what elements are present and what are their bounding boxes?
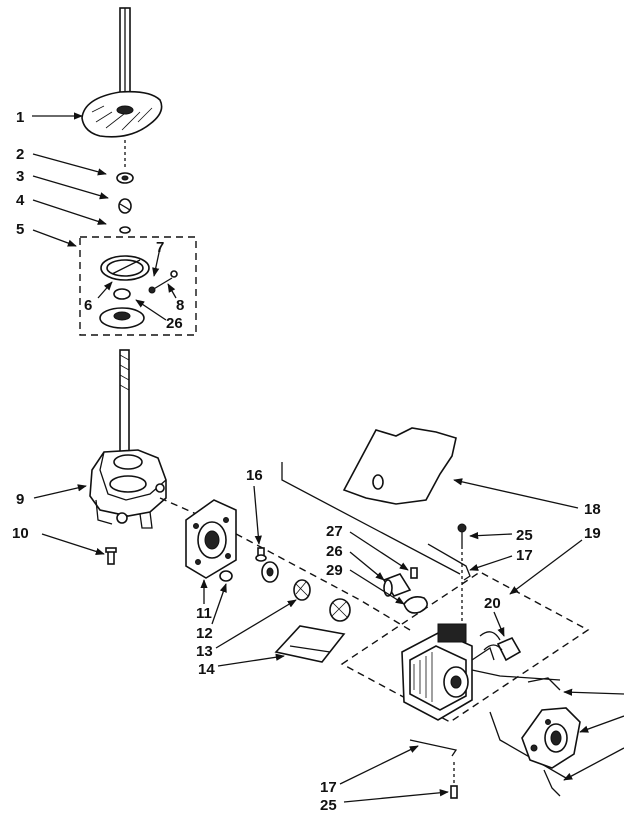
callout-25-upper: 25 [516,527,533,544]
callout-8: 8 [176,297,184,314]
part-11-mount-plate [185,499,237,579]
drive-shaft-lower [119,349,130,466]
callout-27: 27 [326,523,343,540]
part-13-coupling [293,579,351,622]
callout-1: 1 [16,109,24,126]
bracket-line [281,462,461,575]
callout-11: 11 [196,605,212,622]
bracket-lower [543,769,561,797]
part-7-8-pin-spring [148,270,178,294]
part-9-gearcase [89,449,167,529]
part-3-spring [118,198,132,214]
callout-17-lower: 17 [320,779,337,796]
callout-14: 14 [198,661,215,678]
part-20-switch [479,631,522,662]
part-28-capacitor [382,573,412,597]
part-11-nut [219,570,233,582]
part-25-screw-upper [457,523,467,546]
assembly-box-5 [79,236,197,336]
part-16-screw [255,547,267,562]
callout-3: 3 [16,168,24,185]
part-25-screw-lower [450,762,458,799]
callout-2: 2 [16,146,24,163]
part-12-coupling [261,561,279,583]
pump-assembly [521,707,581,769]
callout-20: 20 [484,595,501,612]
motor [401,623,495,721]
part-27-clip [410,567,418,579]
callout-12: 12 [196,625,213,642]
callout-9: 9 [16,491,24,508]
leader-lines [32,112,624,803]
part-4-clip [119,226,131,234]
part-6-ring [100,255,150,281]
callout-10: 10 [12,525,29,542]
part-17-clamp-upper [427,543,471,581]
part-10-bolt [105,547,117,565]
callout-17-upper: 17 [516,547,533,564]
part-14-shield [274,625,346,663]
part-1-cam [81,90,163,138]
alignment-line-main [159,497,411,631]
callout-13: 13 [196,643,213,660]
callout-5: 5 [16,221,24,238]
callout-25-lower: 25 [320,797,337,814]
part-26-hub [99,288,145,329]
callout-26-upper: 26 [166,315,183,332]
callout-7: 7 [156,239,164,256]
part-18-cover [342,427,457,505]
part-29-strap [403,596,428,614]
callout-6: 6 [84,297,92,314]
callout-26-lower: 26 [326,543,343,560]
callout-29: 29 [326,562,343,579]
callout-18: 18 [584,501,601,518]
callout-19: 19 [584,525,601,542]
callout-16: 16 [246,467,263,484]
callout-4: 4 [16,192,25,209]
part-2-washer [116,172,134,184]
part-17-clamp-lower [409,739,458,757]
